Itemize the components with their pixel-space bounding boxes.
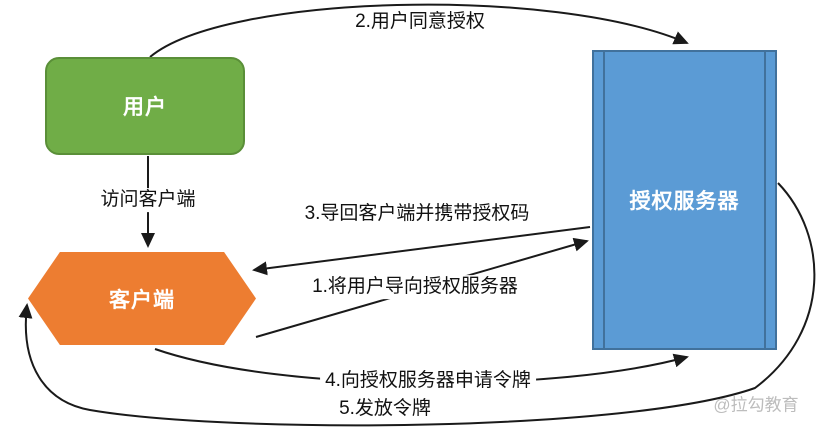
auth-server-left-bar: [603, 52, 605, 348]
edge-label-step5: 5.发放令牌: [334, 397, 436, 421]
edge-label-step1: 1.将用户导向授权服务器: [307, 275, 523, 299]
node-user-label: 用户: [123, 96, 167, 119]
node-auth-server: 授权服务器: [592, 50, 777, 350]
edge-label-step4: 4.向授权服务器申请令牌: [320, 369, 536, 393]
edge-label-visit-client: 访问客户端: [95, 188, 201, 212]
watermark: @拉勾教育: [713, 395, 799, 415]
node-client: 客户端: [28, 252, 256, 345]
auth-server-right-bar: [764, 52, 766, 348]
node-user: 用户: [45, 57, 245, 155]
edge-label-step2: 2.用户同意授权: [350, 10, 490, 34]
edge-step3-path: [252, 226, 591, 276]
node-auth-server-label: 授权服务器: [629, 190, 740, 213]
edge-step2-path: [149, 3, 689, 58]
edge-step5-path: [18, 182, 816, 427]
node-client-label: 客户端: [109, 288, 175, 312]
edge-label-step3: 3.导回客户端并携带授权码: [299, 202, 535, 226]
